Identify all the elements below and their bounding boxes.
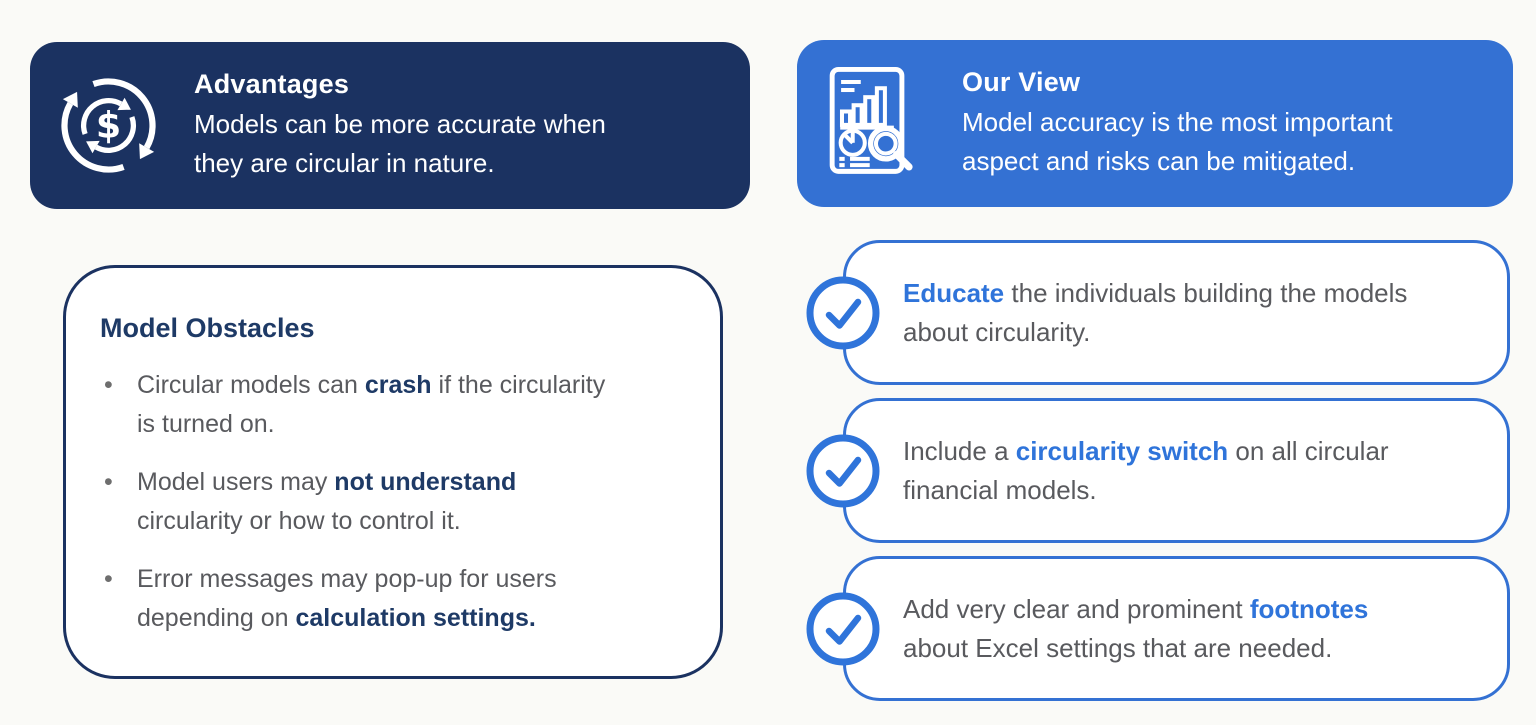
model-obstacles-panel: Model Obstacles • Circular models can cr… bbox=[63, 265, 723, 679]
advantages-text-block: Advantages Models can be more accurate w… bbox=[194, 69, 606, 183]
obstacle-item-error-messages: • Error messages may pop-up for users de… bbox=[100, 560, 702, 638]
bullet-icon: • bbox=[104, 468, 113, 496]
recommendation-text-footnotes: Add very clear and prominent footnotes a… bbox=[903, 593, 1369, 663]
recommendation-card-circularity-switch: Include a circularity switch on all circ… bbox=[806, 398, 1510, 543]
obstacle-text-not-understand: Model users may not understand circulari… bbox=[137, 468, 517, 535]
obstacle-text-error-messages: Error messages may pop-up for users depe… bbox=[137, 565, 557, 632]
svg-text:$: $ bbox=[96, 104, 121, 147]
check-circle-icon bbox=[806, 276, 880, 350]
obstacle-item-crash: • Circular models can crash if the circu… bbox=[100, 366, 702, 444]
check-circle-icon bbox=[806, 434, 880, 508]
model-obstacles-title: Model Obstacles bbox=[100, 313, 315, 343]
advantages-title: Advantages bbox=[194, 68, 350, 99]
our-view-panel: Our View Model accuracy is the most impo… bbox=[797, 40, 1513, 207]
bullet-icon: • bbox=[104, 371, 113, 399]
recommendation-card-educate: Educate the individuals building the mod… bbox=[806, 240, 1510, 385]
circular-dollar-icon: $ bbox=[51, 68, 166, 183]
our-view-body: Model accuracy is the most important asp… bbox=[962, 106, 1393, 176]
obstacle-item-not-understand: • Model users may not understand circula… bbox=[100, 463, 702, 541]
bullet-icon: • bbox=[104, 565, 113, 593]
recommendation-card-footnotes: Add very clear and prominent footnotes a… bbox=[806, 556, 1510, 701]
recommendation-text-circularity-switch: Include a circularity switch on all circ… bbox=[903, 435, 1389, 505]
our-view-text-block: Our View Model accuracy is the most impo… bbox=[962, 67, 1393, 181]
check-circle-icon bbox=[806, 592, 880, 666]
advantages-panel: $ Advantages Models can be more accurate… bbox=[30, 42, 750, 209]
our-view-title: Our View bbox=[962, 66, 1081, 97]
report-magnifier-icon bbox=[825, 61, 918, 187]
obstacle-text-crash: Circular models can crash if the circula… bbox=[137, 371, 606, 438]
advantages-body: Models can be more accurate when they ar… bbox=[194, 108, 606, 178]
recommendation-text-educate: Educate the individuals building the mod… bbox=[903, 277, 1408, 347]
